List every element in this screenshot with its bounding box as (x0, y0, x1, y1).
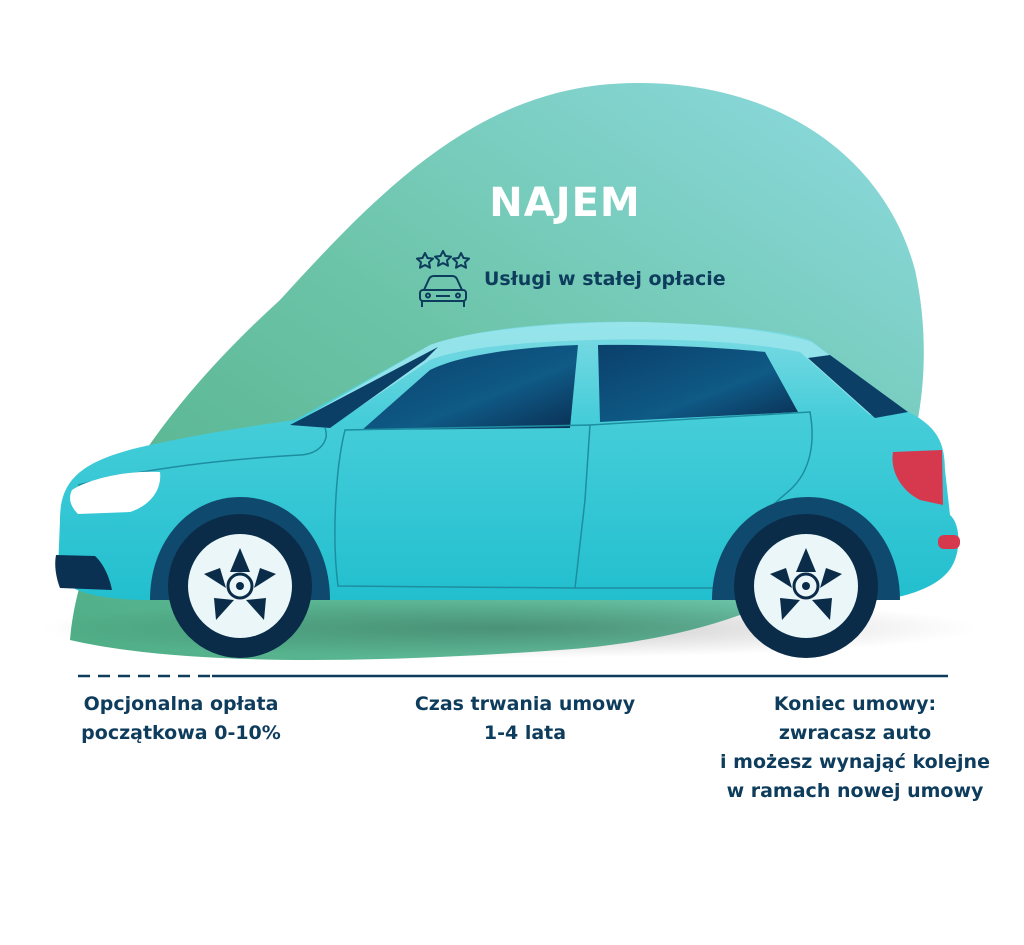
car (55, 321, 960, 658)
caption-line: Koniec umowy: (773, 693, 937, 715)
caption-contract-duration: Czas trwania umowy 1-4 lata (390, 690, 660, 748)
tail-light (892, 450, 943, 505)
front-grille (55, 555, 112, 590)
windshield (290, 347, 438, 428)
caption-initial-fee: Opcjonalna opłata początkowa 0-10% (56, 690, 306, 748)
caption-line: Opcjonalna opłata (83, 693, 279, 715)
caption-line: zwracasz auto (778, 722, 932, 744)
caption-line: w ramach nowej umowy (726, 780, 984, 802)
rear-reflector (938, 535, 960, 549)
caption-line: i możesz wynająć kolejne (720, 751, 990, 773)
caption-line: 1-4 lata (483, 722, 567, 744)
front-window (362, 345, 578, 430)
quarter-window (808, 355, 908, 418)
page-title: NAJEM (489, 180, 641, 226)
service-label: Usługi w stałej opłacie (484, 268, 726, 290)
rear-wheel (734, 514, 878, 658)
caption-line: początkowa 0-10% (81, 722, 281, 744)
rear-window (598, 344, 798, 422)
car-roof (300, 322, 905, 420)
front-wheel (168, 514, 312, 658)
car-with-stars-icon (416, 250, 470, 307)
caption-contract-end: Koniec umowy: zwracasz auto i możesz wyn… (700, 690, 1010, 806)
caption-line: Czas trwania umowy (414, 693, 636, 715)
headlight (70, 471, 161, 514)
front-door-line (334, 424, 591, 589)
